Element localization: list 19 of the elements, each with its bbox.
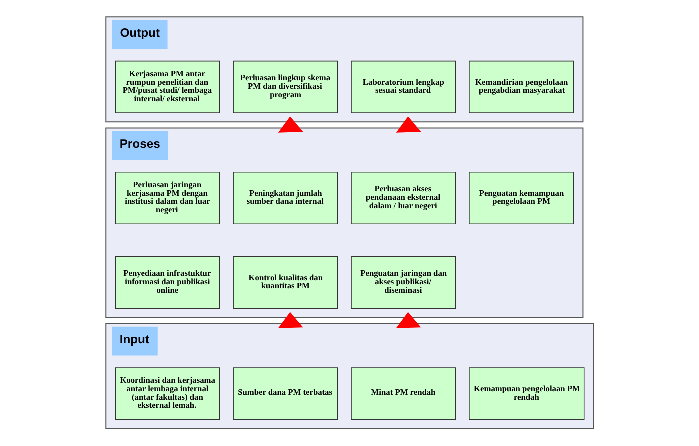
node-box: Kerjasama PM antar rumpun penelitian dan PM/pusat studi/ lembaga internal/ eksternal <box>114 60 220 114</box>
arrow <box>396 312 421 328</box>
node-box: Peningkatan jumlah sumber dana internal <box>232 172 338 225</box>
node-box: Penguatan jaringan dan akses publikasi/ diseminasi <box>350 256 456 309</box>
node-box: Koordinasi dan kerjasama antar lembaga internal (antar fakultas) dan eksternal lemah. <box>114 368 220 420</box>
node-box: Kontrol kualitas dan kuantitas PM <box>232 256 338 309</box>
node-box: Sumber dana PM terbatas <box>232 368 338 420</box>
node-box: Perluasan jaringan kerjasama PM dengan institusi dalam dan luar negeri <box>114 172 220 225</box>
node-box: Laboratorium lengkap sesuai standard <box>350 60 456 114</box>
arrow <box>396 116 421 133</box>
node-box: Kemampuan pengelolaan PM rendah <box>468 368 584 420</box>
node-box: Kemandirian pengelolaan pengabdian masyarakat <box>468 60 574 114</box>
node-box: Minat PM rendah <box>350 368 456 420</box>
node-box: Penyediaan infrastuktur informasi dan publikasi online <box>114 256 220 309</box>
arrow <box>278 116 303 133</box>
node-box: Penguatan kemampuan pengelolaan PM <box>468 172 574 225</box>
node-box: Perluasan akses pendanaan eksternal dalam / luar negeri <box>350 172 456 225</box>
arrow <box>278 312 303 328</box>
node-box: Perluasan lingkup skema PM dan diversifikasi program <box>232 60 338 114</box>
